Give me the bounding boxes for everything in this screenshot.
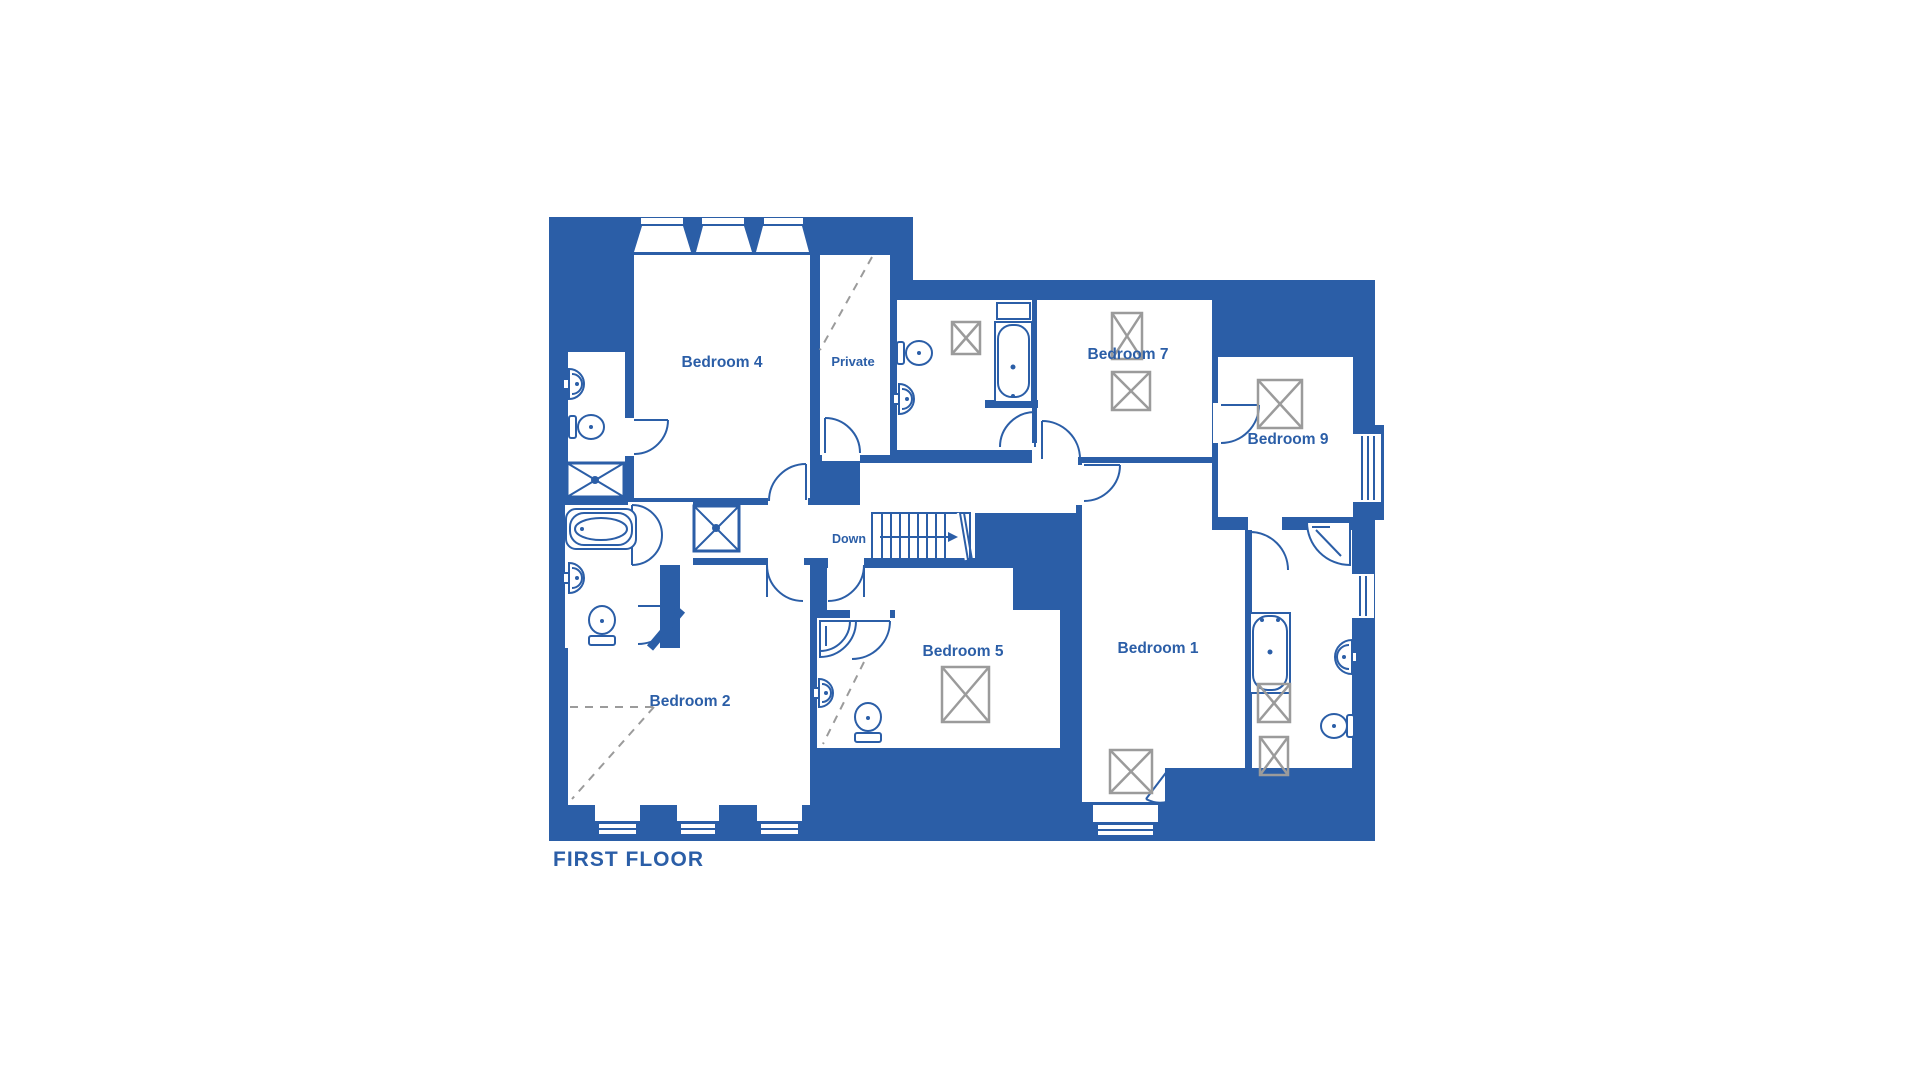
dormer-strip [702, 218, 744, 224]
ceiling-dash-ensuite5 [822, 661, 865, 745]
window-icon [1093, 805, 1158, 835]
labels: Bedroom 4 Private Bedroom 7 Bedroom 9 Do… [553, 346, 1329, 871]
room-bedroom-7 [1037, 300, 1212, 457]
doorway-bed7 [1040, 455, 1078, 465]
dormer-strip [641, 218, 683, 224]
label-stairs-down: Down [832, 532, 866, 546]
label-bedroom-7: Bedroom 7 [1088, 346, 1169, 363]
label-bedroom-4: Bedroom 4 [682, 354, 763, 371]
dormer-window-icon [634, 226, 691, 252]
skylights [940, 311, 1304, 795]
door-swing-icon [824, 417, 861, 454]
skylight-icon [1110, 370, 1152, 412]
skylight-icon [1256, 378, 1304, 430]
dormer-window-icon [696, 226, 752, 252]
stair-break-line [956, 512, 968, 561]
sink-icon [562, 367, 585, 401]
door-swing-icon [827, 564, 865, 602]
wall-angled-bathroom [646, 607, 686, 651]
door-swing-icon [851, 620, 891, 660]
label-bedroom-9: Bedroom 9 [1248, 431, 1329, 448]
windows [595, 218, 1381, 835]
dormer-window-icon [756, 226, 809, 252]
stairs-icon [871, 512, 973, 561]
window-icon [757, 805, 802, 834]
bathtub-icon [994, 302, 1033, 403]
ceiling-dash-private [819, 256, 873, 351]
skylight-icon [1110, 311, 1144, 361]
door-swing-icon [999, 411, 1036, 448]
label-private: Private [831, 354, 874, 369]
dormer-strip [764, 218, 803, 224]
room-bedroom-5-entry [827, 568, 1037, 610]
room-bedroom-1-main [1082, 530, 1245, 802]
sink-icon [562, 561, 585, 595]
skylight-icon [1108, 748, 1154, 795]
wall-bed5-bed1-chunk [1013, 560, 1082, 610]
window-icon [1353, 434, 1381, 502]
window-icon [677, 805, 719, 834]
door-swing-icon [1041, 420, 1081, 460]
room-bedroom-4 [634, 255, 810, 498]
wall-under-stairs [860, 558, 980, 568]
room-bedroom-1-top [1082, 463, 1212, 530]
floor-title: FIRST FLOOR [553, 848, 704, 871]
toilet-icon [1320, 713, 1355, 739]
wall-tub-ledge [985, 400, 1038, 408]
corridor-right [860, 463, 1076, 513]
sink-icon [1334, 638, 1358, 676]
room-bedroom-2-main [568, 648, 810, 805]
doorway-bed9 [1213, 403, 1223, 443]
toilet-icon [588, 605, 616, 646]
wall-bed1-notch [1165, 768, 1245, 802]
sink-icon [892, 382, 915, 416]
doors [631, 404, 1289, 804]
door-swing-icon [766, 564, 804, 602]
doorway-bed9-to-bath [1248, 517, 1282, 530]
room-bedroom-2-neck [680, 565, 810, 648]
door-swing-icon [633, 419, 669, 455]
doorway-bed5-entry [828, 556, 864, 568]
doorway-bed4-corridor [768, 496, 808, 507]
toilet-icon [896, 340, 933, 366]
doorway-bed1 [1076, 465, 1086, 505]
fixtures [562, 302, 1358, 743]
doorway-bed4-bathroom [623, 418, 636, 456]
doorway-openings [623, 403, 1282, 620]
label-bedroom-5: Bedroom 5 [923, 643, 1004, 660]
window-icon [595, 805, 640, 834]
doorway-private [822, 450, 860, 461]
corner-shower-icon [1305, 521, 1351, 567]
shower-tray-icon [565, 461, 626, 499]
door-swing-icon [768, 463, 807, 502]
bathtub-icon [1249, 612, 1291, 694]
corner-shower-icon [819, 620, 858, 659]
label-bedroom-1: Bedroom 1 [1118, 640, 1199, 657]
window-icon [1352, 574, 1374, 618]
wall-overlays [646, 400, 1245, 802]
shower-tray-icon [692, 504, 741, 553]
skylight-icon [940, 665, 991, 724]
doorway-bed2-neck [768, 556, 804, 568]
bathtub-icon [565, 508, 637, 550]
sink-icon [812, 677, 834, 709]
corridor-main [628, 505, 877, 558]
toilet-icon [568, 414, 605, 440]
label-bedroom-2: Bedroom 2 [650, 693, 731, 710]
door-swing-icon [1083, 464, 1121, 502]
skylight-icon [950, 320, 982, 356]
doorway-ensuite5 [850, 610, 890, 620]
door-swing-icon [1249, 531, 1289, 571]
skylight-icon [1258, 735, 1290, 777]
skylight-icon [1256, 682, 1292, 724]
ceiling-dash-lines [570, 256, 873, 800]
toilet-icon [854, 702, 882, 743]
door-swing-icon [637, 605, 677, 645]
ceiling-dash-bedroom2-d [571, 706, 655, 800]
